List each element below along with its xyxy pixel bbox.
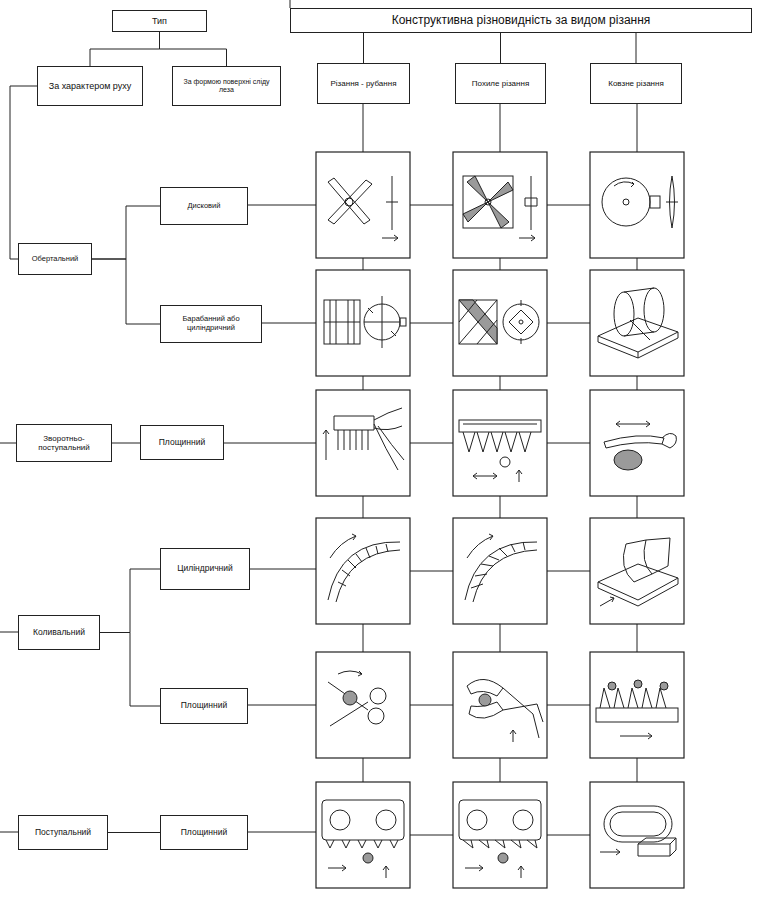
box-label: Циліндричний (177, 564, 233, 574)
motion-box: Обертальний (18, 243, 92, 275)
connector-line (108, 832, 160, 833)
motion-box: Поступальний (18, 815, 108, 850)
clipper-figure (316, 390, 410, 496)
shape-box: Дисковий (160, 187, 248, 225)
drum-sliding-figure (590, 270, 684, 376)
shape-box: Циліндричний (160, 548, 250, 590)
box-label: Ковзне різання (608, 79, 664, 88)
connector-line (92, 206, 160, 259)
category-box: За формою поверхні сліду леза (172, 66, 281, 106)
connector-line (100, 569, 160, 633)
connector-line (92, 259, 160, 324)
shape-box: Площинний (140, 425, 224, 460)
box-label: Різання - рубання (331, 79, 397, 88)
shape-box: Площинний (160, 688, 248, 724)
box-label: Тип (152, 16, 167, 26)
type-box: Тип (112, 10, 207, 32)
connector-line (90, 32, 160, 66)
connector-line (500, 33, 501, 63)
comb-cutter-figure (453, 390, 547, 496)
belt-chop-figure (316, 782, 410, 888)
connector-line (363, 33, 364, 63)
motion-box: Коливальний (18, 615, 100, 650)
box-label: Площинний (181, 701, 228, 711)
arc-chop-figure (316, 518, 410, 624)
pruner-figure (453, 652, 547, 758)
motion-box: Зворотньо-поступальний (16, 424, 112, 462)
belt-sliding-figure (590, 782, 684, 888)
box-label: Барабанний або циліндричний (165, 315, 257, 332)
box-label: Обертальний (32, 255, 79, 264)
category-box: За характером руху (37, 66, 143, 106)
drum-oblique-figure (453, 270, 547, 376)
disc-chop-figure (316, 152, 410, 258)
box-label: Похиле різання (472, 79, 529, 88)
connector-line (100, 633, 160, 707)
column-header: Різання - рубання (317, 63, 410, 104)
drum-chop-figure (316, 270, 410, 376)
disc-oblique-figure (453, 152, 547, 258)
scissors-figure (316, 652, 410, 758)
box-label: За характером руху (49, 81, 132, 91)
column-header: Ковзне різання (590, 63, 682, 104)
box-label: Площинний (159, 438, 206, 448)
knife-figure (590, 390, 684, 496)
header-box: Конструктивна різновидність за видом різ… (290, 8, 752, 33)
box-label: Зворотньо-поступальний (21, 434, 107, 452)
box-label: Поступальний (35, 828, 91, 838)
box-label: За формою поверхні сліду леза (177, 78, 276, 94)
grid-lines (0, 0, 637, 835)
box-label: Конструктивна різновидність за видом різ… (392, 14, 651, 28)
belt-oblique-figure (453, 782, 547, 888)
connector-line (636, 33, 637, 63)
disc-sliding-figure (590, 152, 684, 258)
box-label: Коливальний (33, 628, 85, 638)
connector-line (10, 86, 37, 259)
arc-oblique-figure (453, 518, 547, 624)
curved-blade-figure (590, 518, 684, 624)
shape-box: Площинний (160, 815, 248, 850)
box-label: Дисковий (188, 202, 221, 211)
box-label: Площинний (181, 828, 228, 838)
connector-line (160, 32, 227, 66)
shape-box: Барабанний або циліндричний (160, 305, 262, 343)
toothed-bar-figure (590, 652, 684, 758)
column-header: Похиле різання (455, 63, 546, 104)
connector-line (112, 443, 140, 444)
